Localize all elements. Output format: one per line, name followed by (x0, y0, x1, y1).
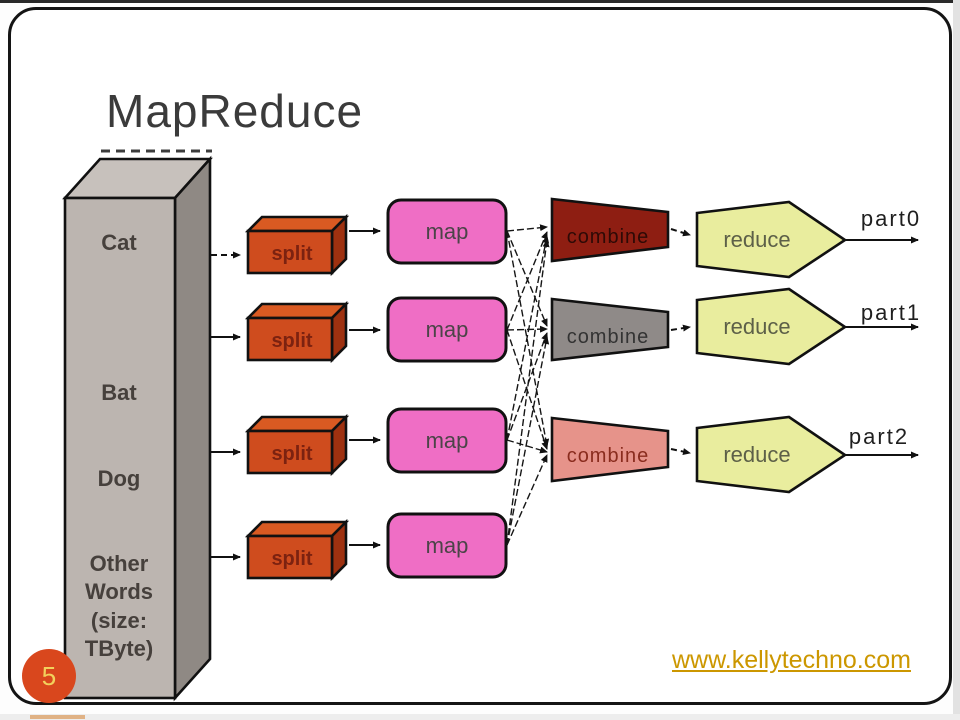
map-box-3: map (386, 407, 508, 474)
combine-2-shape (550, 297, 670, 362)
combine-box-2: combine (550, 297, 670, 362)
split-1-label: split (271, 243, 312, 265)
split-2-front-face (246, 316, 334, 362)
input-data-box: Cat Bat Dog Other Words (size: TByte) (62, 155, 213, 702)
input-box-front-face (63, 196, 177, 700)
arrow-combine-reduce-3 (670, 448, 691, 455)
combine-3-shape (550, 416, 670, 483)
combine-2-label: combine (567, 326, 650, 348)
background-bottom-strip (0, 714, 960, 720)
map-2-label: map (426, 317, 469, 342)
map-4-label: map (426, 533, 469, 558)
video-progress-artifact (30, 715, 85, 719)
combine-1-shape (550, 197, 670, 263)
reduce-box-1: reduce (695, 200, 848, 279)
combine-box-3: combine (550, 416, 670, 483)
arrow-combine-reduce-2 (670, 324, 691, 332)
reduce-2-label: reduce (723, 314, 790, 339)
reduce-1-label: reduce (723, 227, 790, 252)
input-word-dog: Dog (98, 466, 141, 491)
split-2-top-face (244, 302, 350, 320)
map-box-2: map (386, 296, 508, 363)
website-link[interactable]: www.kellytechno.com (672, 646, 911, 674)
reduce-box-2: reduce (695, 287, 848, 366)
output-part0-label: part0 (861, 206, 921, 231)
input-size-line-3: (size: (91, 608, 147, 633)
map-1-label: map (426, 219, 469, 244)
split-box-1: split (244, 213, 350, 277)
input-word-bat: Bat (101, 380, 137, 405)
split-4-top-face (244, 520, 350, 538)
split-4-front-face (246, 534, 334, 580)
map-3-label: map (426, 428, 469, 453)
combine-box-1: combine (550, 197, 670, 263)
reduce-3-label: reduce (723, 442, 790, 467)
split-2-label: split (271, 330, 312, 352)
map-1-shape (386, 198, 508, 265)
output-part1-label: part1 (861, 300, 921, 325)
background-right-strip (953, 0, 960, 720)
slide-title: MapReduce (106, 85, 364, 137)
split-3-label: split (271, 443, 312, 465)
slide-number-badge: 5 (22, 649, 76, 703)
map-3-shape (386, 407, 508, 474)
input-box-side-face (173, 155, 212, 702)
split-1-front-face (246, 229, 334, 275)
slide-number: 5 (41, 660, 57, 691)
map-2-shape (386, 296, 508, 363)
video-top-edge (0, 0, 960, 3)
combine-3-label: combine (567, 445, 650, 467)
map-box-4: map (386, 512, 508, 579)
input-size-line-1: Other (90, 551, 149, 576)
map-4-shape (386, 512, 508, 579)
input-size-line-4: TByte) (85, 636, 153, 661)
combine-1-label: combine (567, 226, 650, 248)
input-word-cat: Cat (101, 230, 137, 255)
split-box-3: split (244, 413, 350, 477)
split-4-label: split (271, 548, 312, 570)
reduce-2-shape (695, 287, 848, 366)
input-size-line-2: Words (85, 579, 153, 604)
split-box-4: split (244, 518, 350, 582)
reduce-1-shape (695, 200, 848, 279)
output-part2-label: part2 (849, 424, 909, 449)
split-3-front-face (246, 429, 334, 475)
reduce-3-shape (695, 415, 848, 494)
split-1-top-face (244, 215, 350, 233)
map-box-1: map (386, 198, 508, 265)
reduce-box-3: reduce (695, 415, 848, 494)
arrow-combine-reduce-1 (670, 228, 691, 237)
split-box-2: split (244, 300, 350, 364)
split-3-top-face (244, 415, 350, 433)
shuffle-lines (506, 224, 550, 546)
